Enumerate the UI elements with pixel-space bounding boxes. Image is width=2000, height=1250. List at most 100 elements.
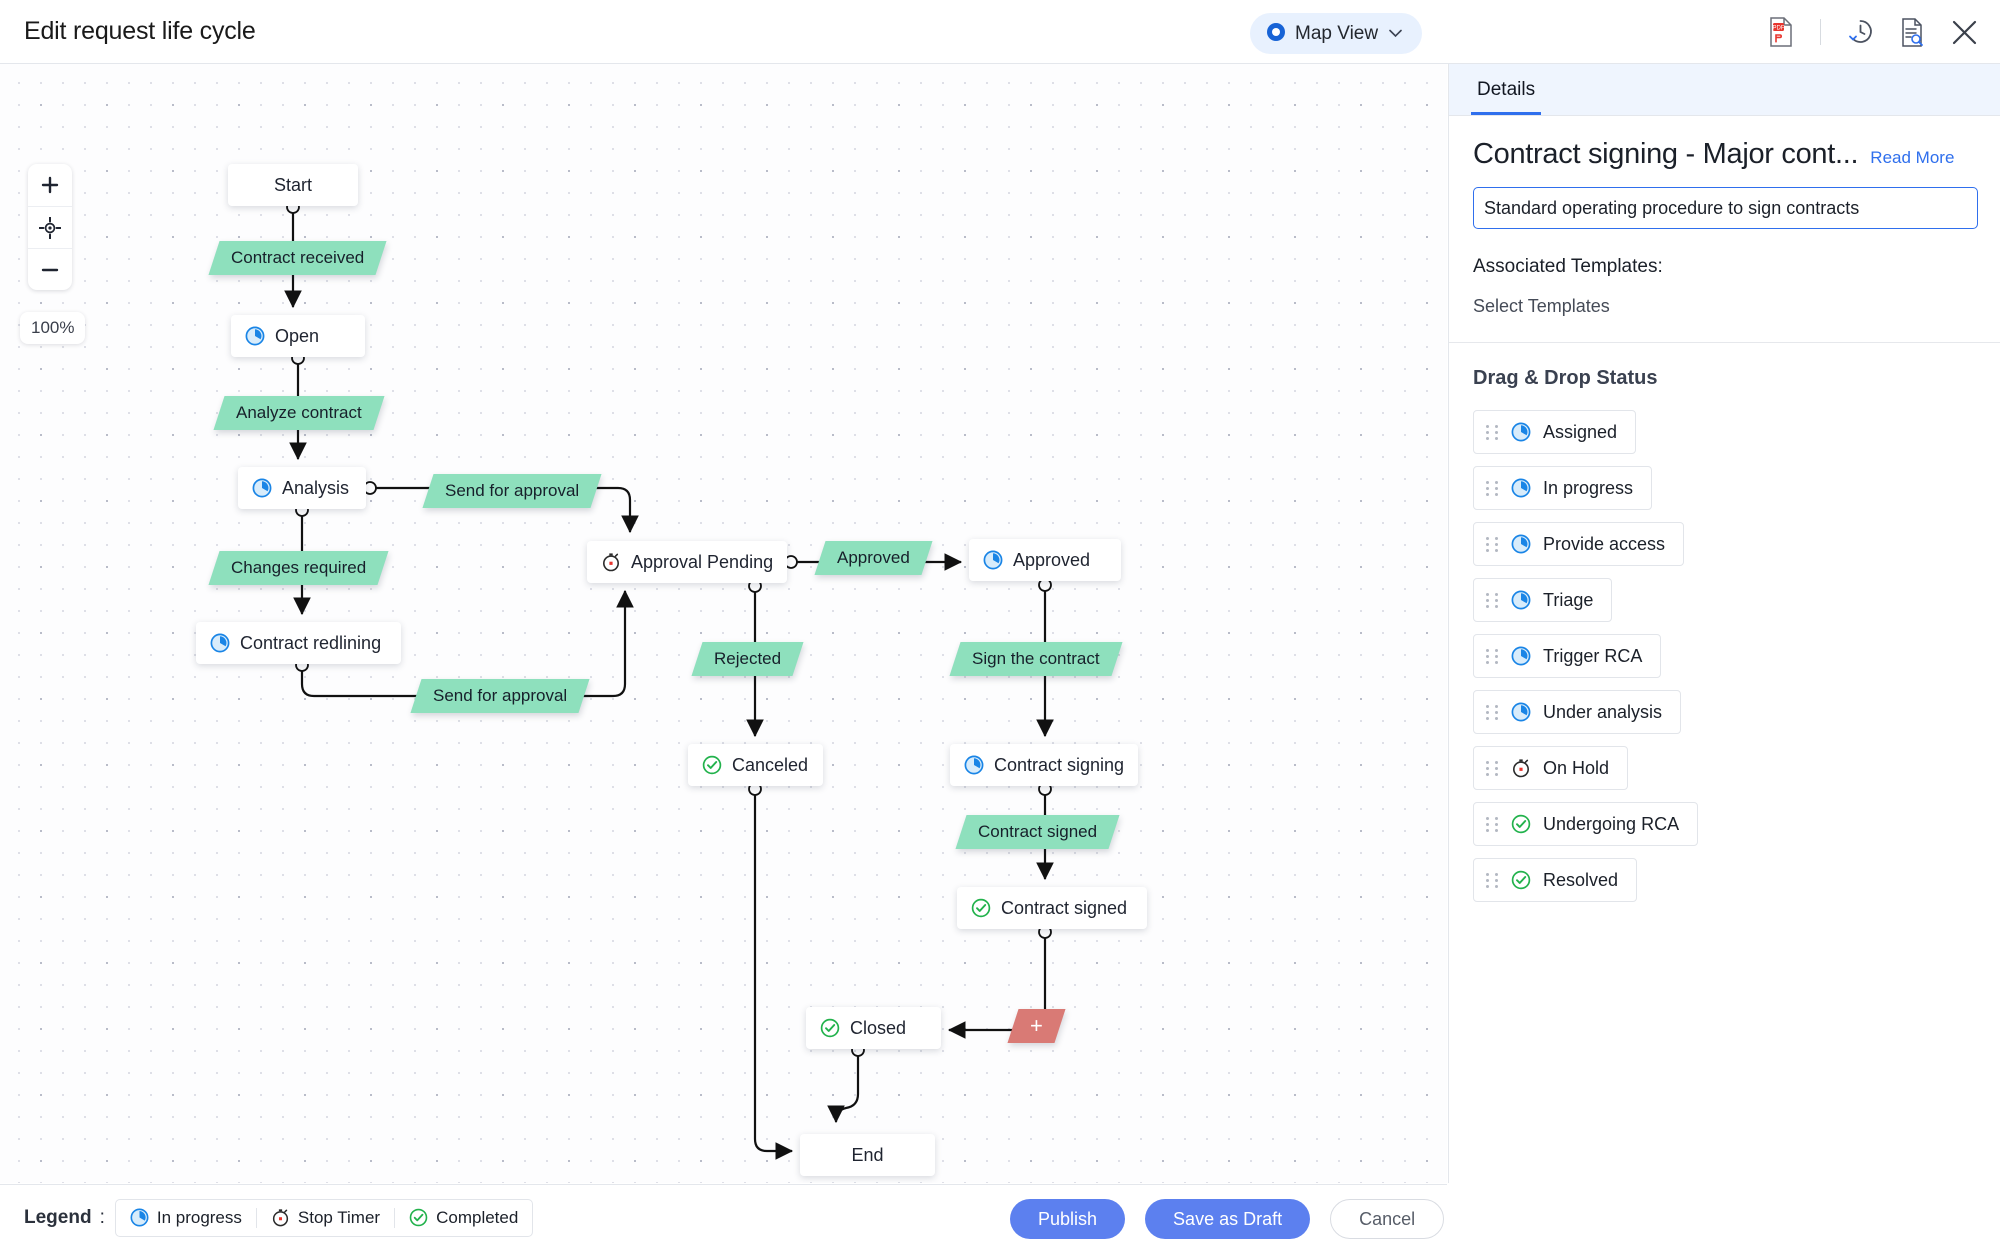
flow-node-end[interactable]: End: [800, 1134, 935, 1176]
zoom-out-button[interactable]: [28, 248, 72, 290]
page-title: Edit request life cycle: [24, 17, 256, 45]
flow-transition-label: +: [1030, 1013, 1043, 1038]
flow-transition-label: Analyze contract: [236, 403, 362, 422]
flow-node-contract-signed[interactable]: Contract signed: [957, 887, 1147, 929]
drag-handle-icon[interactable]: [1486, 760, 1499, 776]
flow-transition-contract-signed-tr[interactable]: Contract signed: [955, 815, 1120, 849]
stop-timer-icon: [271, 1208, 290, 1227]
drag-handle-icon[interactable]: [1486, 480, 1499, 496]
associated-templates-label: Associated Templates:: [1473, 256, 1663, 277]
status-item-label: Under analysis: [1543, 701, 1663, 722]
eye-circle-icon: [1266, 22, 1286, 45]
header-actions: PDF: [1768, 0, 1978, 64]
completed-icon: [1511, 870, 1531, 890]
drag-handle-icon[interactable]: [1486, 536, 1499, 552]
map-view-button[interactable]: Map View: [1250, 13, 1423, 54]
stop-timer-icon: [1511, 758, 1531, 778]
cancel-button[interactable]: Cancel: [1330, 1199, 1445, 1239]
flow-node-start[interactable]: Start: [228, 164, 358, 206]
flow-transition-send-for-approval-1[interactable]: Send for approval: [422, 474, 602, 508]
flow-node-label: End: [851, 1144, 884, 1165]
completed-icon: [971, 898, 991, 918]
completed-icon: [1511, 814, 1531, 834]
flow-node-label: Closed: [850, 1017, 907, 1038]
status-item-label: Provide access: [1543, 533, 1666, 554]
read-more-link[interactable]: Read More: [1870, 148, 1955, 167]
status-item-undergoing-rca[interactable]: Undergoing RCA: [1473, 802, 1699, 846]
flow-node-open[interactable]: Open: [231, 315, 365, 357]
completed-icon: [820, 1018, 840, 1038]
recenter-button[interactable]: [28, 206, 72, 248]
legend-colon: :: [99, 1206, 105, 1228]
document-search-icon[interactable]: [1900, 17, 1925, 47]
in-progress-icon: [1511, 478, 1531, 498]
status-item-label: Trigger RCA: [1543, 645, 1643, 666]
flow-transition-sign-the-contract[interactable]: Sign the contract: [949, 642, 1123, 676]
close-icon[interactable]: [1951, 19, 1978, 46]
publish-button[interactable]: Publish: [1010, 1199, 1126, 1239]
flow-transition-label: Sign the contract: [972, 649, 1100, 668]
flow-transition-changes-required[interactable]: Changes required: [208, 551, 389, 585]
status-item-under-analysis[interactable]: Under analysis: [1473, 690, 1682, 734]
map-view-container: Map View: [1250, 13, 1423, 54]
completed-icon: [409, 1208, 428, 1227]
flow-node-analysis[interactable]: Analysis: [238, 467, 366, 509]
flow-transition-label: Send for approval: [445, 481, 580, 500]
drag-handle-icon[interactable]: [1486, 592, 1499, 608]
status-item-in-progress[interactable]: In progress: [1473, 466, 1653, 510]
in-progress-icon: [252, 478, 272, 498]
flow-node-contract-signing[interactable]: Contract signing: [950, 744, 1138, 786]
status-item-resolved[interactable]: Resolved: [1473, 858, 1638, 902]
save-as-draft-button[interactable]: Save as Draft: [1145, 1199, 1311, 1239]
panel-title-row: Contract signing - Major cont... Read Mo…: [1473, 138, 1976, 171]
flow-node-label: Contract signed: [1001, 897, 1128, 918]
status-item-provide-access[interactable]: Provide access: [1473, 522, 1685, 566]
status-item-label: Undergoing RCA: [1543, 813, 1680, 834]
flow-transition-analyze-contract[interactable]: Analyze contract: [213, 396, 385, 430]
status-item-label: In progress: [1543, 477, 1634, 498]
status-item-label: Assigned: [1543, 421, 1618, 442]
status-item-trigger-rca[interactable]: Trigger RCA: [1473, 634, 1662, 678]
drag-handle-icon[interactable]: [1486, 424, 1499, 440]
app-header: Edit request life cycle Map View PDF: [0, 0, 2000, 64]
flow-node-approval-pending[interactable]: Approval Pending: [587, 541, 787, 583]
flow-node-contract-redlining[interactable]: Contract redlining: [196, 622, 401, 664]
pdf-export-icon[interactable]: PDF: [1768, 17, 1794, 47]
drag-handle-icon[interactable]: [1486, 648, 1499, 664]
panel-body: Contract signing - Major cont... Read Mo…: [1449, 116, 2000, 317]
panel-title: Contract signing - Major cont...: [1473, 138, 1859, 170]
flow-node-canceled[interactable]: Canceled: [688, 744, 823, 786]
in-progress-icon: [1511, 534, 1531, 554]
legend-item-stop-timer: Stop Timer: [255, 1207, 394, 1228]
flow-node-label: Open: [275, 325, 320, 346]
status-item-assigned[interactable]: Assigned: [1473, 410, 1637, 454]
drag-handle-icon[interactable]: [1486, 816, 1499, 832]
in-progress-icon: [983, 550, 1003, 570]
flow-transition-approved-label[interactable]: Approved: [814, 541, 933, 575]
footer-actions: Publish Save as Draft Cancel: [1010, 1199, 1445, 1239]
drag-handle-icon[interactable]: [1486, 704, 1499, 720]
description-input[interactable]: [1473, 187, 1978, 229]
flow-canvas[interactable]: 100%: [0, 64, 1447, 1183]
select-templates-dropdown[interactable]: Select Templates: [1473, 296, 1610, 316]
drag-handle-icon[interactable]: [1486, 872, 1499, 888]
flow-transition-contract-received[interactable]: Contract received: [208, 241, 387, 275]
flow-transition-rejected[interactable]: Rejected: [691, 642, 804, 676]
flow-node-closed[interactable]: Closed: [806, 1007, 941, 1049]
tab-details[interactable]: Details: [1471, 79, 1542, 115]
history-icon[interactable]: [1847, 18, 1874, 46]
in-progress-icon: [1511, 646, 1531, 666]
in-progress-icon: [245, 326, 265, 346]
in-progress-icon: [130, 1208, 149, 1227]
flow-node-label: Contract signing: [994, 754, 1125, 775]
flow-transition-send-for-approval-2[interactable]: Send for approval: [410, 679, 590, 713]
status-item-triage[interactable]: Triage: [1473, 578, 1613, 622]
flow-node-label: Canceled: [732, 754, 809, 775]
status-item-on-hold[interactable]: On Hold: [1473, 746, 1629, 790]
status-item-label: Resolved: [1543, 869, 1619, 890]
flow-node-approved[interactable]: Approved: [969, 539, 1121, 581]
header-divider: [1820, 19, 1821, 45]
zoom-in-button[interactable]: [28, 164, 72, 206]
